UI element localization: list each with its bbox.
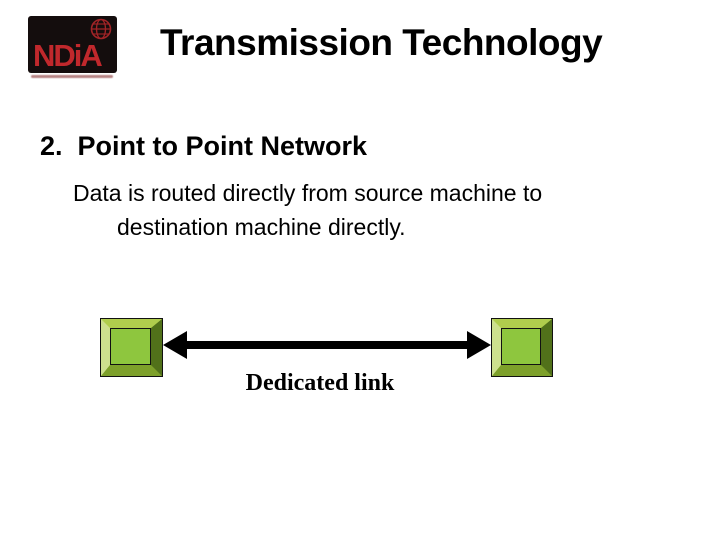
logo: NDiA xyxy=(28,16,117,73)
source-machine-face xyxy=(110,328,151,365)
logo-underline xyxy=(31,75,113,78)
source-machine-bevel xyxy=(101,319,162,376)
dedicated-link-arrow xyxy=(163,331,491,359)
section-heading: 2. Point to Point Network xyxy=(40,131,368,161)
dedicated-link-label: Dedicated link xyxy=(245,370,395,396)
body-text-line-2: destination machine directly. xyxy=(117,214,406,240)
globe-icon xyxy=(90,18,112,40)
destination-machine-face xyxy=(501,328,541,365)
source-machine-node xyxy=(100,318,163,377)
destination-machine-bevel xyxy=(492,319,552,376)
logo-text: NDiA xyxy=(33,38,103,73)
page-title: Transmission Technology xyxy=(160,22,603,63)
double-arrow-shape xyxy=(163,331,491,359)
destination-machine-node xyxy=(491,318,553,377)
body-text-line-1: Data is routed directly from source mach… xyxy=(73,180,543,206)
